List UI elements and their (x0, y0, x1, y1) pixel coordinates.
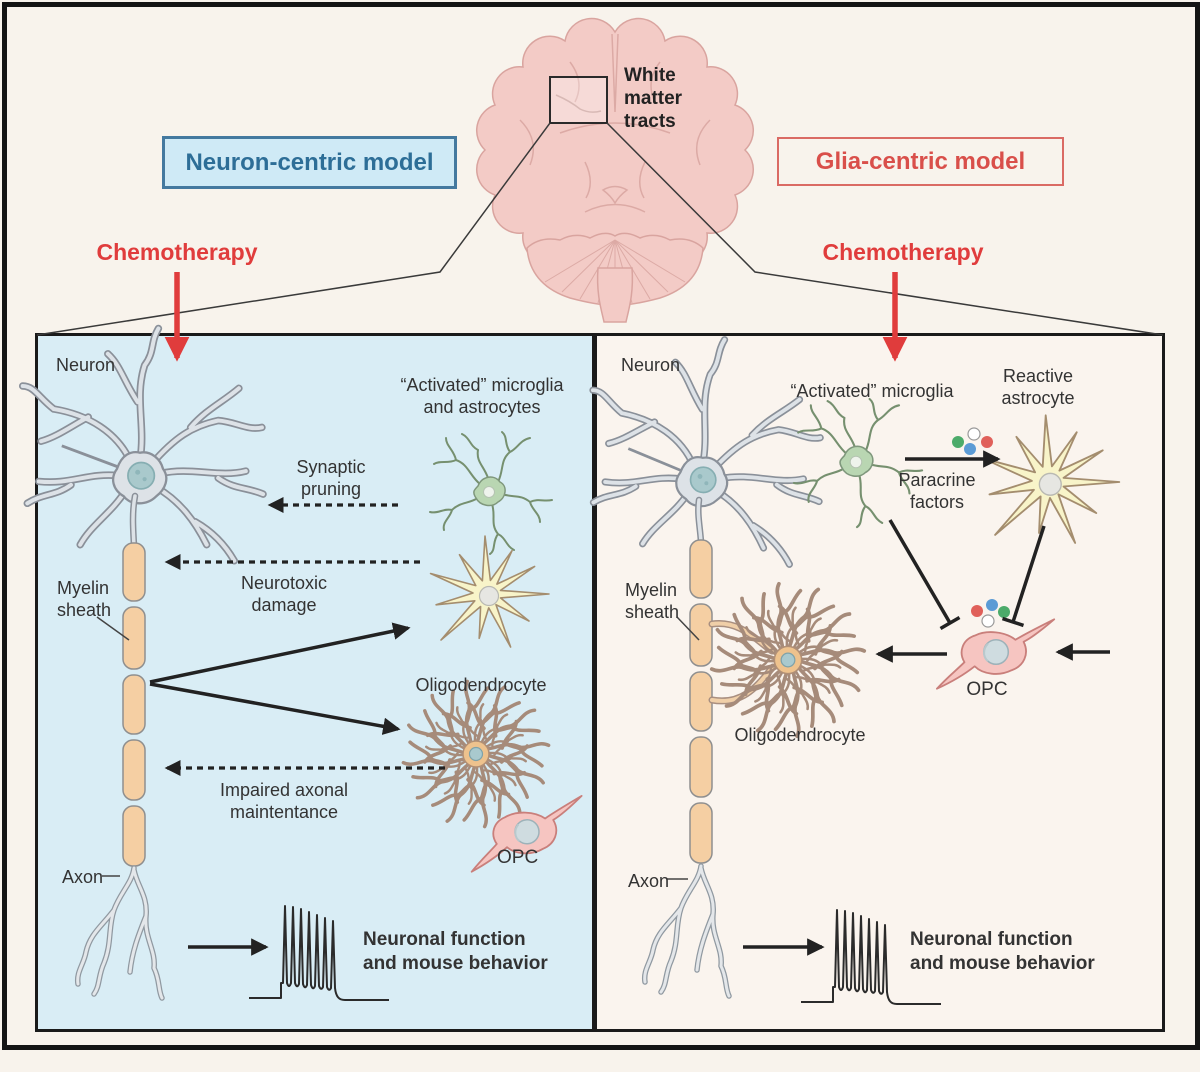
synaptic-pruning-label: Synaptic pruning (296, 457, 366, 499)
glia-centric-model-box: Glia-centric model (777, 137, 1064, 186)
right-outcome-label: Neuronal function and mouse behavior (910, 929, 1095, 974)
right-activated-label: “Activated” microglia (790, 381, 954, 401)
left-microglia-cell (429, 431, 553, 555)
brain-illustration (36, 17, 1164, 336)
left-oligodendrocyte-cell (396, 674, 556, 834)
reactive-astrocyte-label: Reactive astrocyte (1001, 366, 1075, 408)
left-activated-label: “Activated” microglia and astrocytes (400, 375, 564, 417)
impaired-axonal-label: Impaired axonal maintentance (219, 780, 349, 822)
paracrine-factors-label: Paracrine factors (898, 470, 976, 512)
left-neuron-label: Neuron (56, 355, 116, 375)
right-neuron-cell (587, 335, 825, 565)
right-myelin-sheath-label: Myelin sheath (625, 580, 680, 622)
paracrine-factor-dots (952, 427, 993, 455)
right-astrocyte-cell (982, 414, 1121, 544)
chemotherapy-label-right: Chemotherapy (822, 239, 984, 265)
right-opc-label: OPC (966, 679, 1008, 700)
opc-factor-dots (971, 599, 1010, 628)
left-outcome-label: Neuronal function and mouse behavior (363, 929, 548, 974)
right-pointer-lines (667, 616, 700, 880)
neuron-centric-model-box: Neuron-centric model (162, 136, 457, 189)
astrocyte-inhibition-tbar (1001, 525, 1046, 628)
left-opc-label: OPC (497, 847, 539, 868)
left-myelin-sheath (122, 542, 146, 867)
right-oligodendrocyte-label: Oligodendrocyte (734, 725, 866, 745)
chemotherapy-label-left: Chemotherapy (96, 239, 258, 265)
zoom-fan-lines (36, 122, 1164, 336)
right-oligodendrocyte-cell (704, 576, 872, 744)
zoom-box (549, 76, 608, 124)
right-neuron-label: Neuron (621, 355, 681, 375)
left-myelin-sheath-label: Myelin sheath (57, 578, 112, 620)
right-myelin-sheath (689, 539, 713, 864)
neurotoxic-damage-label: Neurotoxic damage (240, 573, 328, 615)
left-axon-label: Axon (62, 867, 104, 887)
microglia-inhibition-tbar (888, 519, 961, 631)
right-axon-label: Axon (628, 871, 670, 891)
axon-to-astrocyte-arrow (149, 622, 411, 684)
axon-to-oligodendrocyte-arrow (149, 682, 401, 735)
left-neuron-cell (23, 329, 263, 561)
left-pointer-lines (96, 616, 130, 877)
left-oligodendrocyte-label: Oligodendrocyte (415, 675, 547, 695)
white-matter-tracts-label: White matter tracts (624, 65, 683, 132)
left-astrocyte-cell (429, 535, 550, 648)
outer-frame (2, 2, 1200, 1050)
